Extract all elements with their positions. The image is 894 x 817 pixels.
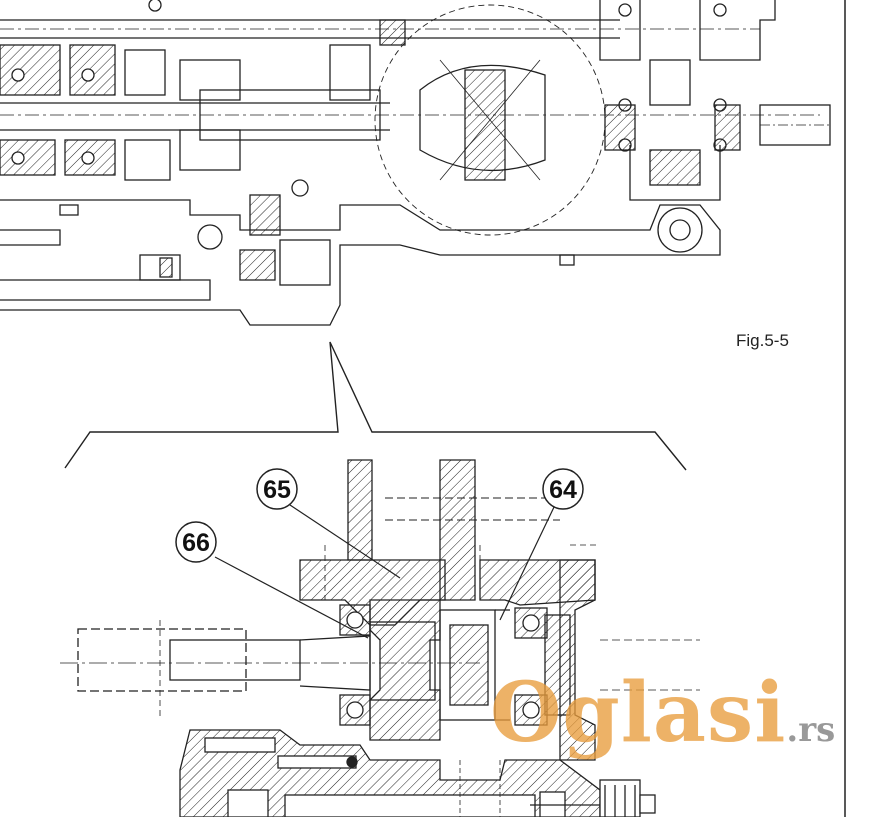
watermark-brand: Oglasi <box>490 665 787 761</box>
callout-64: 64 <box>542 468 584 510</box>
detail-section <box>60 459 700 817</box>
callout-65-label: 65 <box>263 476 291 504</box>
main-assembly-section <box>0 0 846 817</box>
oglasi-watermark-logo: Oglasi.rs <box>490 672 835 754</box>
gear-cluster <box>0 44 241 181</box>
callout-leaders <box>214 504 556 639</box>
watermark-suffix: .rs <box>786 710 836 750</box>
figure-label: Fig.5-5 <box>736 331 789 350</box>
enlargement-leader <box>64 341 687 471</box>
gear-hub <box>369 599 571 741</box>
bearing-left <box>339 604 371 726</box>
callout-65: 65 <box>256 468 298 510</box>
callout-66-label: 66 <box>182 529 210 557</box>
bearing-right <box>514 607 548 726</box>
callout-66: 66 <box>175 521 217 563</box>
callout-64-label: 64 <box>549 476 577 504</box>
